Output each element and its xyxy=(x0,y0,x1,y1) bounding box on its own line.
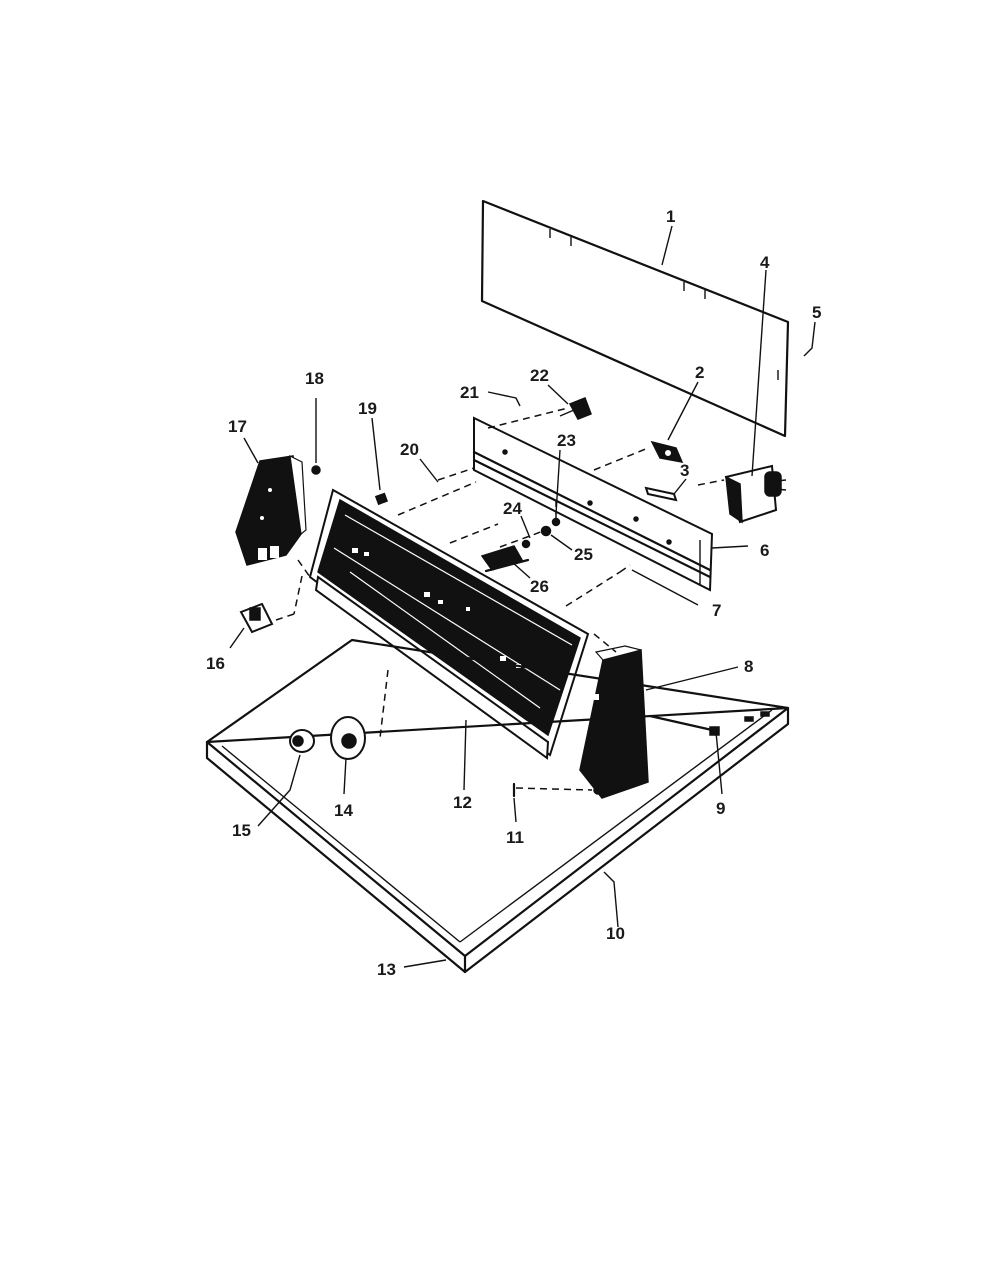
callout-4: 4 xyxy=(760,253,770,272)
callout-11: 11 xyxy=(506,828,524,847)
part-25-nut xyxy=(540,525,552,537)
callout-labels: 1 2 3 4 5 6 7 8 9 10 11 12 13 14 15 16 1… xyxy=(206,207,821,979)
part-23-washer xyxy=(551,517,561,527)
part-12-control-console xyxy=(308,488,590,760)
callout-5: 5 xyxy=(812,303,821,322)
callout-16: 16 xyxy=(206,654,225,673)
callout-1: 1 xyxy=(666,207,675,226)
callout-10: 10 xyxy=(606,924,625,943)
part-18-screw xyxy=(311,465,321,475)
callout-22: 22 xyxy=(530,366,549,385)
callout-3: 3 xyxy=(680,461,689,480)
callout-25: 25 xyxy=(574,545,593,564)
callout-15: 15 xyxy=(232,821,251,840)
leader-lines xyxy=(229,225,816,968)
callout-24: 24 xyxy=(503,499,522,518)
part-22-screw xyxy=(559,397,592,420)
part-9-screw xyxy=(709,726,720,736)
callout-13: 13 xyxy=(377,960,396,979)
assembly-dashed-lines xyxy=(275,407,725,791)
part-19-screw xyxy=(374,492,389,506)
callout-21: 21 xyxy=(460,383,479,402)
callout-12: 12 xyxy=(453,793,472,812)
part-1-back-panel xyxy=(480,199,790,438)
part-6-bracket xyxy=(472,416,714,592)
callout-17: 17 xyxy=(228,417,247,436)
callout-8: 8 xyxy=(744,657,753,676)
part-10-top-panel xyxy=(205,638,790,974)
callout-7: 7 xyxy=(712,601,721,620)
callout-19: 19 xyxy=(358,399,377,418)
part-2-switch xyxy=(650,440,684,463)
part-4-timer xyxy=(724,464,787,524)
part-3-part xyxy=(644,486,678,502)
callout-2: 2 xyxy=(695,363,704,382)
callout-6: 6 xyxy=(760,541,769,560)
callout-9: 9 xyxy=(716,799,725,818)
part-16-switch xyxy=(239,602,274,634)
part-8-right-end-cap xyxy=(579,645,649,799)
part-17-left-end-cap xyxy=(235,454,307,566)
callout-20: 20 xyxy=(400,440,419,459)
callout-18: 18 xyxy=(305,369,324,388)
callout-14: 14 xyxy=(334,801,353,820)
part-26-clip xyxy=(480,539,531,573)
callout-26: 26 xyxy=(530,577,549,596)
callout-23: 23 xyxy=(557,431,576,450)
part-14-knob xyxy=(330,716,366,760)
part-15-knob xyxy=(289,729,315,753)
